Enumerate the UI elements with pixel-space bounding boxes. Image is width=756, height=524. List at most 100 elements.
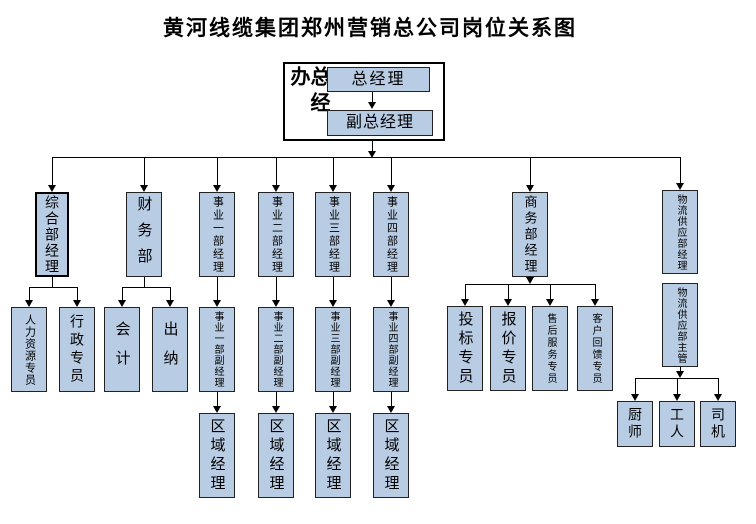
connector-line: [530, 158, 531, 186]
node-regional-manager-2: 区域经理: [258, 413, 294, 498]
node-deputy-general-manager: 副总经理: [327, 110, 433, 136]
connector-line: [276, 158, 277, 186]
connector-arrowhead: [526, 185, 534, 192]
connector-arrowhead: [546, 299, 554, 306]
node-label: 综合部经理: [44, 194, 60, 275]
node-label: 行政专员: [69, 313, 85, 386]
node-label: 厨师: [627, 407, 643, 441]
node-label: 售后服务专员: [545, 312, 556, 385]
connector-line: [29, 287, 77, 288]
connector-line: [52, 158, 53, 186]
connector-line: [635, 378, 718, 379]
connector-arrowhead: [166, 300, 174, 307]
node-label: 区域经理: [324, 417, 342, 494]
node-driver: 司机: [700, 401, 736, 447]
node-label: 财务部: [135, 195, 153, 274]
node-hr-specialist: 人力资源专员: [11, 307, 47, 392]
connector-arrowhead: [591, 299, 599, 306]
node-business-dept1-deputy-manager: 事业一部副经理: [199, 307, 235, 392]
connector-arrowhead: [504, 299, 512, 306]
node-logistics-dept-supervisor: 物流供应部主管: [662, 283, 698, 367]
connector-arrowhead: [213, 406, 221, 413]
connector-line: [144, 158, 145, 186]
connector-line: [391, 277, 392, 300]
node-worker: 工人: [659, 401, 695, 447]
connector-line: [217, 277, 218, 300]
connector-main-rail: [52, 157, 681, 158]
connector-arrowhead: [461, 299, 469, 306]
connector-line: [595, 284, 596, 299]
node-business-dept3-deputy-manager: 事业三部副经理: [315, 307, 351, 392]
node-label: 事业二部经理: [270, 195, 283, 274]
connector-arrowhead: [329, 300, 337, 307]
node-business-dept3-manager: 事业三部经理: [315, 192, 351, 277]
node-regional-manager-3: 区域经理: [315, 413, 351, 498]
connector-line: [276, 277, 277, 300]
connector-arrowhead: [714, 394, 722, 401]
connector-arrowhead: [213, 300, 221, 307]
connector-line: [122, 287, 170, 288]
node-regional-manager-4: 区域经理: [373, 413, 409, 498]
connector-line: [276, 392, 277, 406]
connector-arrowhead: [329, 185, 337, 192]
connector-arrowhead: [48, 185, 56, 192]
connector-line: [333, 392, 334, 406]
node-label: 区域经理: [267, 417, 285, 494]
connector-arrowhead: [272, 185, 280, 192]
connector-arrowhead: [676, 183, 684, 190]
connector-arrowhead: [213, 185, 221, 192]
node-business-dept2-deputy-manager: 事业二部副经理: [258, 307, 294, 392]
connector-arrowhead: [368, 151, 376, 158]
connector-arrowhead: [526, 277, 534, 284]
node-business-dept2-manager: 事业二部经理: [258, 192, 294, 277]
connector-line: [77, 287, 78, 300]
node-logistics-dept-manager: 物流供应部经理: [662, 190, 698, 274]
connector-arrowhead: [272, 300, 280, 307]
node-label: 会计: [113, 320, 131, 379]
connector-line: [29, 287, 30, 300]
connector-line: [465, 284, 466, 299]
node-label: 出纳: [161, 320, 179, 379]
node-label: 总经理: [351, 70, 406, 88]
connector-arrowhead: [676, 371, 684, 378]
connector-line: [680, 158, 681, 184]
node-label: 物流供应部经理: [675, 193, 686, 271]
node-label: 物流供应部主管: [675, 286, 686, 364]
node-customer-feedback-specialist: 客户回馈专员: [577, 306, 613, 391]
connector-line: [122, 287, 123, 300]
node-label: 事业一部经理: [211, 195, 224, 274]
node-label: 区域经理: [208, 417, 226, 494]
connector-line: [391, 158, 392, 186]
node-label: 客户回馈专员: [590, 312, 601, 385]
node-aftersales-service-specialist: 售后服务专员: [532, 306, 568, 391]
connector-arrowhead: [73, 300, 81, 307]
node-commerce-dept-manager: 商务部经理: [512, 192, 548, 277]
node-quotation-specialist: 报价专员: [490, 306, 526, 391]
connector-line: [372, 92, 373, 103]
node-label: 区域经理: [382, 417, 400, 494]
connector-line: [52, 277, 53, 287]
connector-arrowhead: [329, 406, 337, 413]
connector-arrowhead: [118, 300, 126, 307]
node-label: 事业三部经理: [327, 195, 340, 274]
node-label: 商务部经理: [522, 194, 538, 275]
node-label: 事业四部副经理: [386, 311, 397, 388]
connector-line: [333, 158, 334, 186]
connector-line: [465, 284, 595, 285]
node-label: 报价专员: [499, 310, 517, 387]
connector-arrowhead: [272, 406, 280, 413]
node-regional-manager-1: 区域经理: [199, 413, 235, 498]
connector-line: [391, 392, 392, 406]
node-admin-dept-manager: 综合部经理: [35, 192, 69, 277]
connector-line: [635, 378, 636, 394]
connector-line: [677, 378, 678, 394]
node-label: 事业三部副经理: [328, 311, 339, 388]
connector-arrowhead: [368, 102, 376, 109]
node-label: 工人: [669, 407, 685, 441]
node-label: 人力资源专员: [23, 313, 36, 386]
page-title: 黄河线缆集团郑州营销总公司岗位关系图: [163, 17, 577, 40]
node-label: 事业四部经理: [385, 195, 398, 274]
node-business-dept4-deputy-manager: 事业四部副经理: [373, 307, 409, 392]
connector-line: [144, 277, 145, 287]
